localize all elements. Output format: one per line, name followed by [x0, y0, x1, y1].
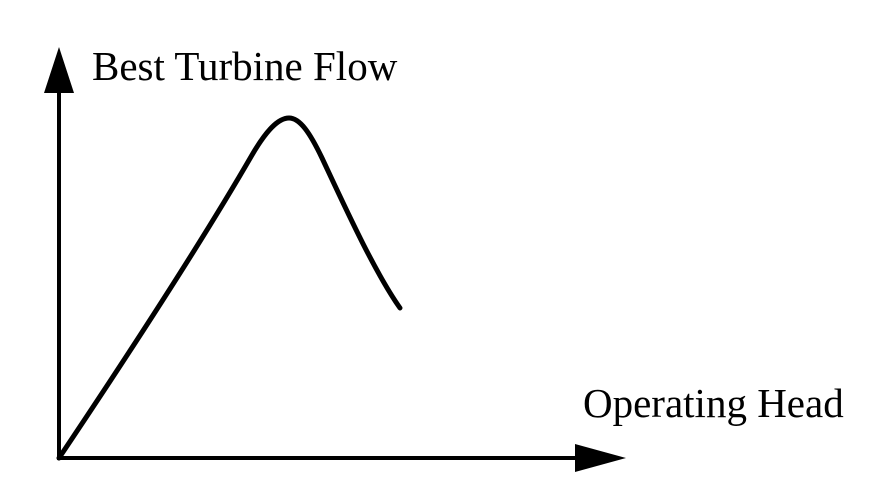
best-turbine-flow-curve	[56, 115, 403, 461]
x-axis-label: Operating Head	[583, 380, 844, 426]
x-axis-arrowhead-icon	[575, 444, 626, 472]
y-axis-label: Best Turbine Flow	[92, 43, 398, 89]
y-axis-arrowhead-icon	[44, 47, 74, 93]
